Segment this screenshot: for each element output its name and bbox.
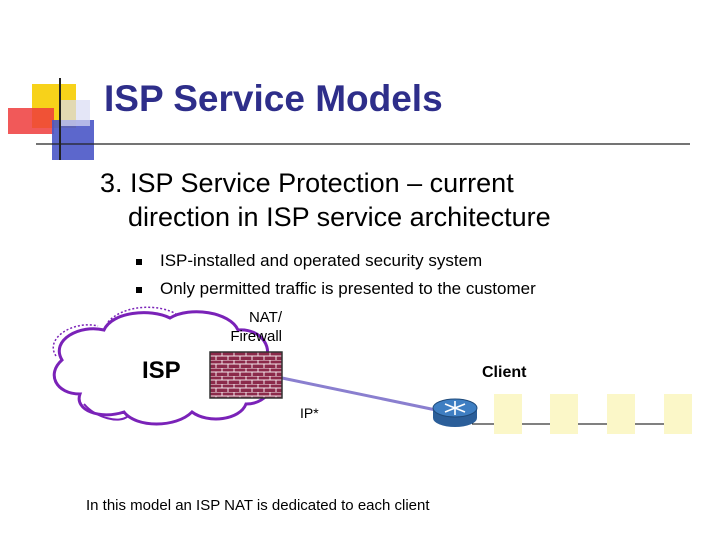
caption: In this model an ISP NAT is dedicated to… [86,497,430,514]
subtitle-line-1: 3. ISP Service Protection – current [100,168,514,198]
nat-label-line-1: NAT/ [248,309,282,326]
firewall-icon [209,351,283,399]
client-host [664,394,692,434]
client-host [607,394,635,434]
bullet-square-icon [136,259,142,265]
ip-link-label: IP* [300,405,319,421]
page-title: ISP Service Models [104,78,443,119]
bullet-item: ISP-installed and operated security syst… [136,247,536,275]
client-host [494,394,522,434]
bullet-list: ISP-installed and operated security syst… [136,247,536,303]
deco-light-square [60,100,90,126]
client-host [550,394,578,434]
nat-label-line-2: Firewall [230,328,282,345]
isp-label: ISP [142,357,181,384]
bullet-text: Only permitted traffic is presented to t… [160,279,536,298]
nat-firewall-label: NAT/ Firewall [222,308,282,346]
subtitle-line-2: direction in ISP service architecture [128,202,551,232]
title-decoration [8,78,690,160]
bullet-item: Only permitted traffic is presented to t… [136,275,536,303]
ip-link-line [281,376,437,412]
subtitle: 3. ISP Service Protection – current dire… [100,166,700,234]
bullet-text: ISP-installed and operated security syst… [160,251,483,270]
router-icon [432,398,478,427]
client-label: Client [482,364,527,381]
deco-red-bar [8,108,54,134]
bullet-square-icon [136,287,142,293]
